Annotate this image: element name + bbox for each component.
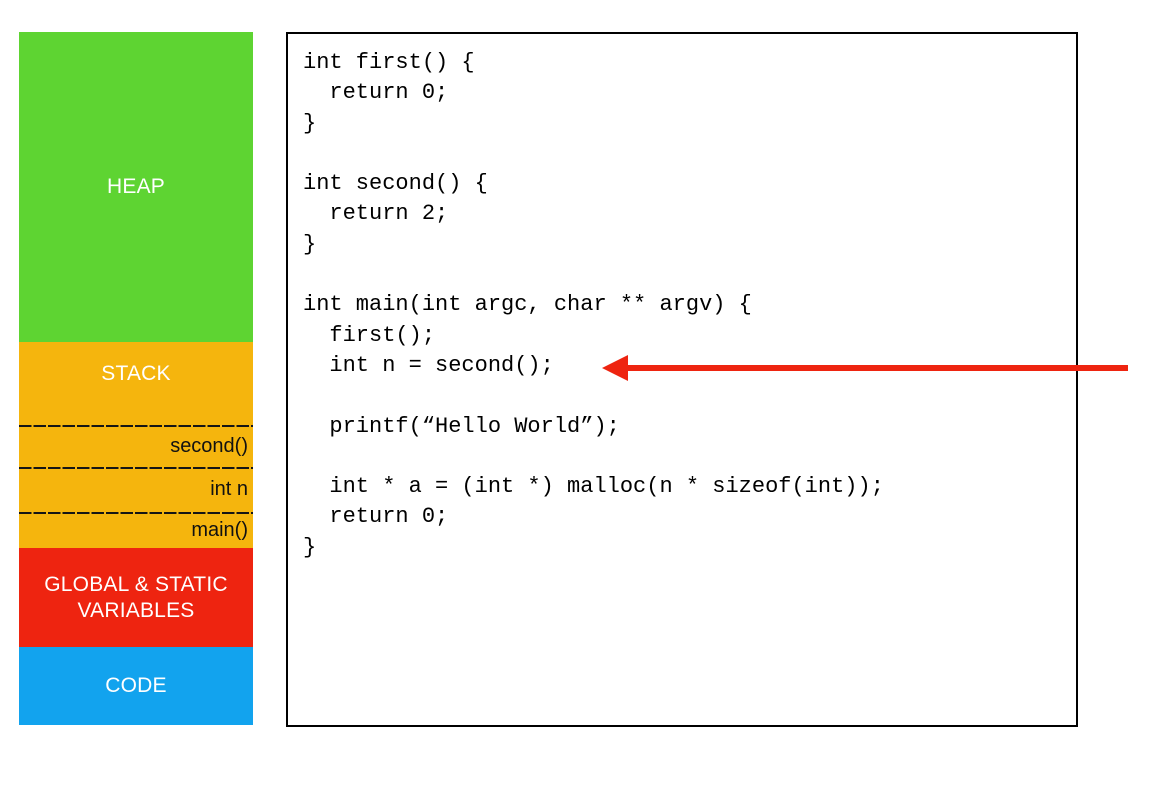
globals-block: GLOBAL & STATIC VARIABLES bbox=[19, 548, 253, 647]
code-segment-label: CODE bbox=[105, 674, 167, 697]
memory-layout-diagram: HEAP STACK second() int n main() GLOBAL … bbox=[19, 32, 253, 725]
arrow-head-icon bbox=[602, 355, 628, 381]
stack-frame-int-n: int n bbox=[19, 467, 253, 512]
heap-label: HEAP bbox=[107, 175, 165, 198]
code-segment-block: CODE bbox=[19, 647, 253, 725]
stack-frame-label: int n bbox=[210, 478, 248, 500]
stack-title-area: STACK bbox=[19, 342, 253, 425]
arrow-shaft bbox=[625, 365, 1128, 371]
stack-frame-label: second() bbox=[170, 434, 248, 457]
code-panel: int first() { return 0; } int second() {… bbox=[286, 32, 1078, 727]
globals-label: GLOBAL & STATIC VARIABLES bbox=[44, 572, 228, 622]
stack-frame-second: second() bbox=[19, 425, 253, 467]
source-code: int first() { return 0; } int second() {… bbox=[303, 50, 884, 560]
stack-block: STACK second() int n main() bbox=[19, 342, 253, 548]
stack-frame-label: main() bbox=[191, 518, 248, 541]
heap-block: HEAP bbox=[19, 32, 253, 342]
stack-frame-main: main() bbox=[19, 512, 253, 548]
stack-label: STACK bbox=[101, 361, 171, 385]
